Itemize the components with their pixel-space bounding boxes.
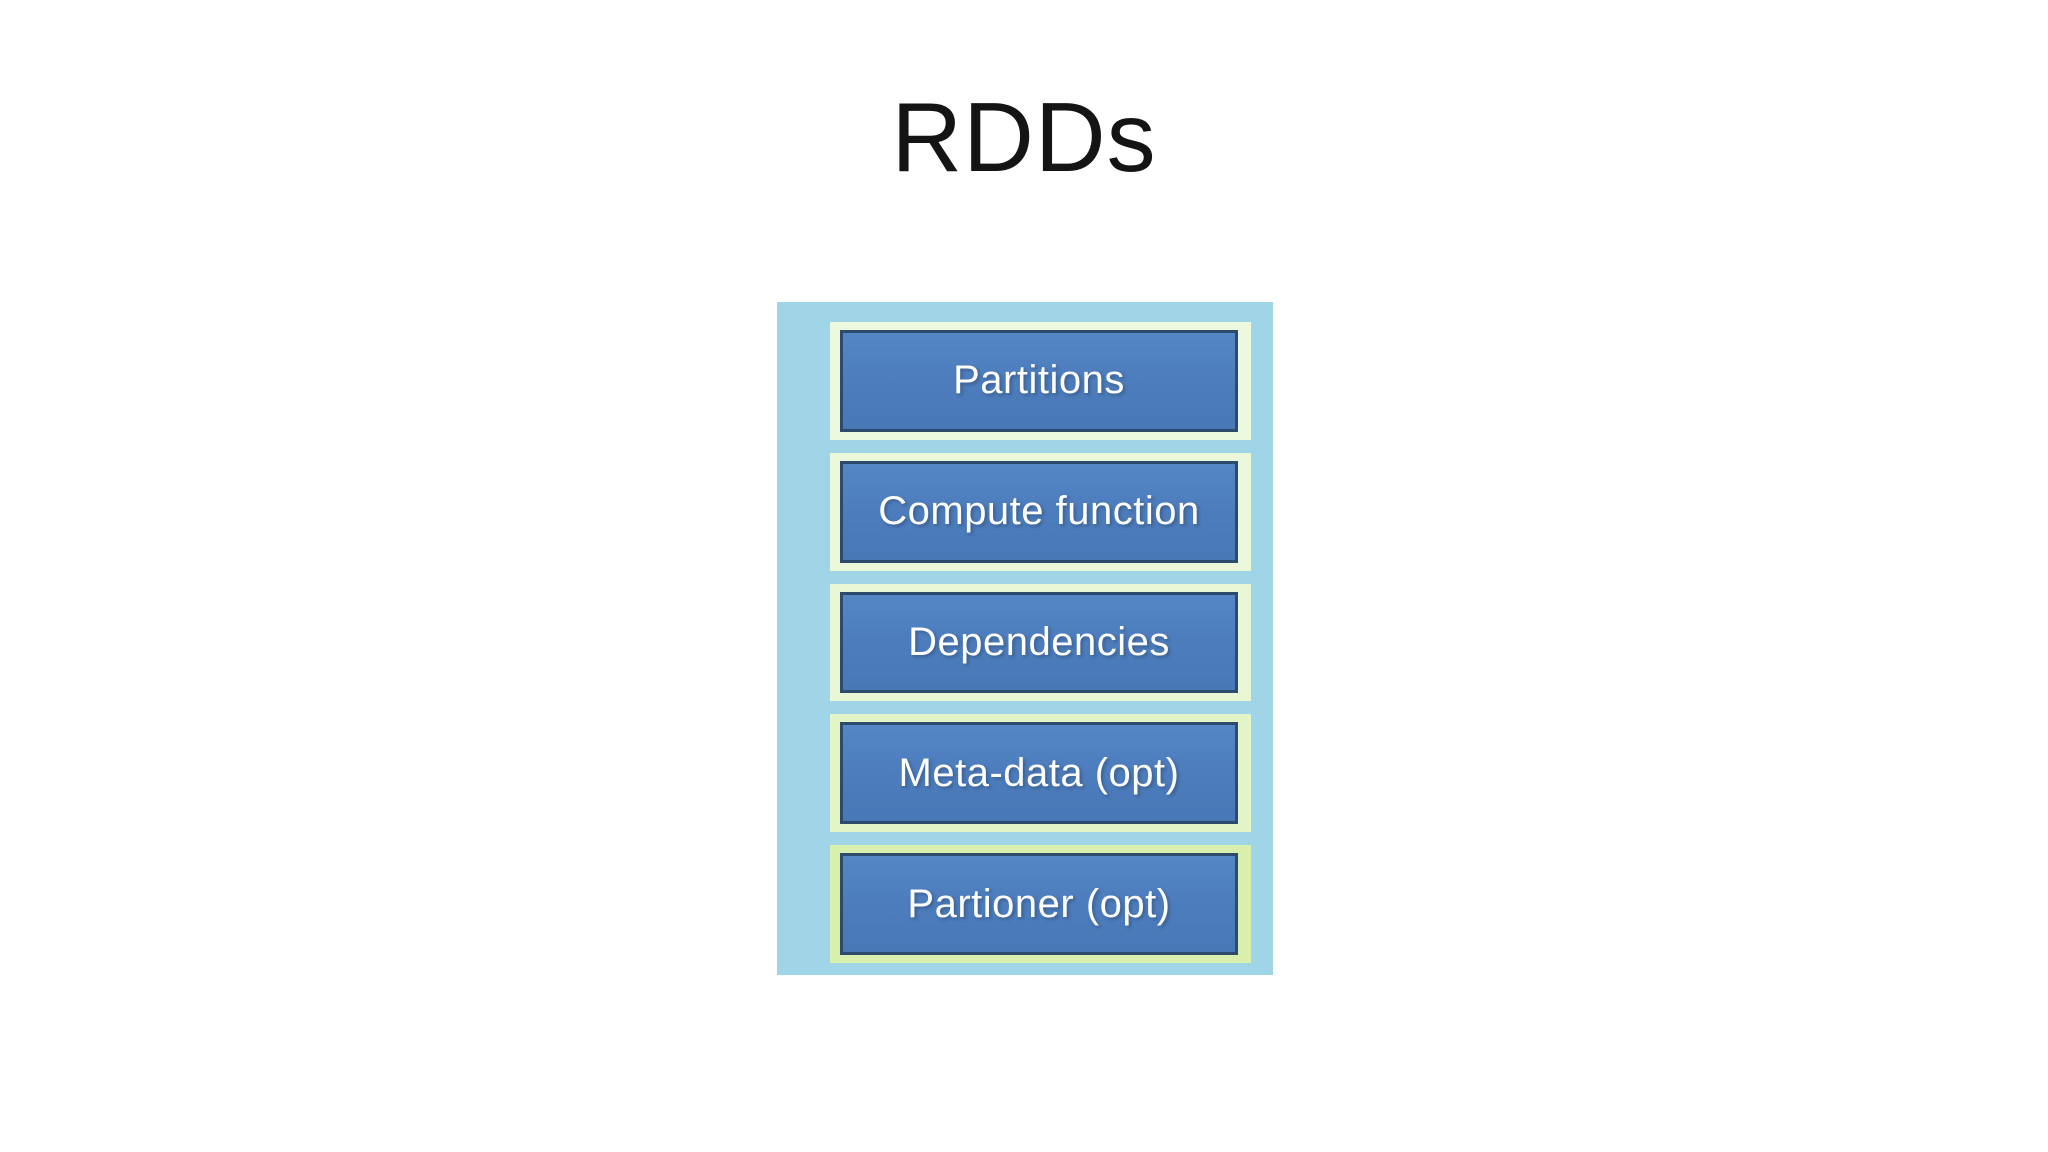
diagram-row-label: Compute function: [878, 489, 1200, 534]
diagram-row-frame: Compute function: [830, 452, 1251, 571]
diagram-row: Compute function: [840, 460, 1238, 563]
diagram-row-frame: Dependencies: [830, 583, 1251, 702]
diagram-row-label: Meta-data (opt): [898, 750, 1180, 795]
diagram-row-frame: Meta-data (opt): [830, 714, 1251, 833]
rdd-diagram-container: Partitions Compute function Dependencies…: [777, 302, 1273, 975]
diagram-row-label: Partioner (opt): [907, 881, 1171, 926]
diagram-row: Dependencies: [840, 591, 1238, 694]
diagram-row-label: Dependencies: [908, 619, 1170, 664]
diagram-row: Partitions: [840, 330, 1238, 432]
diagram-row-label: Partitions: [953, 358, 1125, 403]
diagram-row: Meta-data (opt): [840, 722, 1238, 825]
diagram-row-frame: Partitions: [830, 322, 1251, 440]
page-title: RDDs: [891, 82, 1157, 192]
diagram-row-frame: Partioner (opt): [830, 845, 1251, 963]
diagram-row: Partioner (opt): [840, 853, 1238, 955]
